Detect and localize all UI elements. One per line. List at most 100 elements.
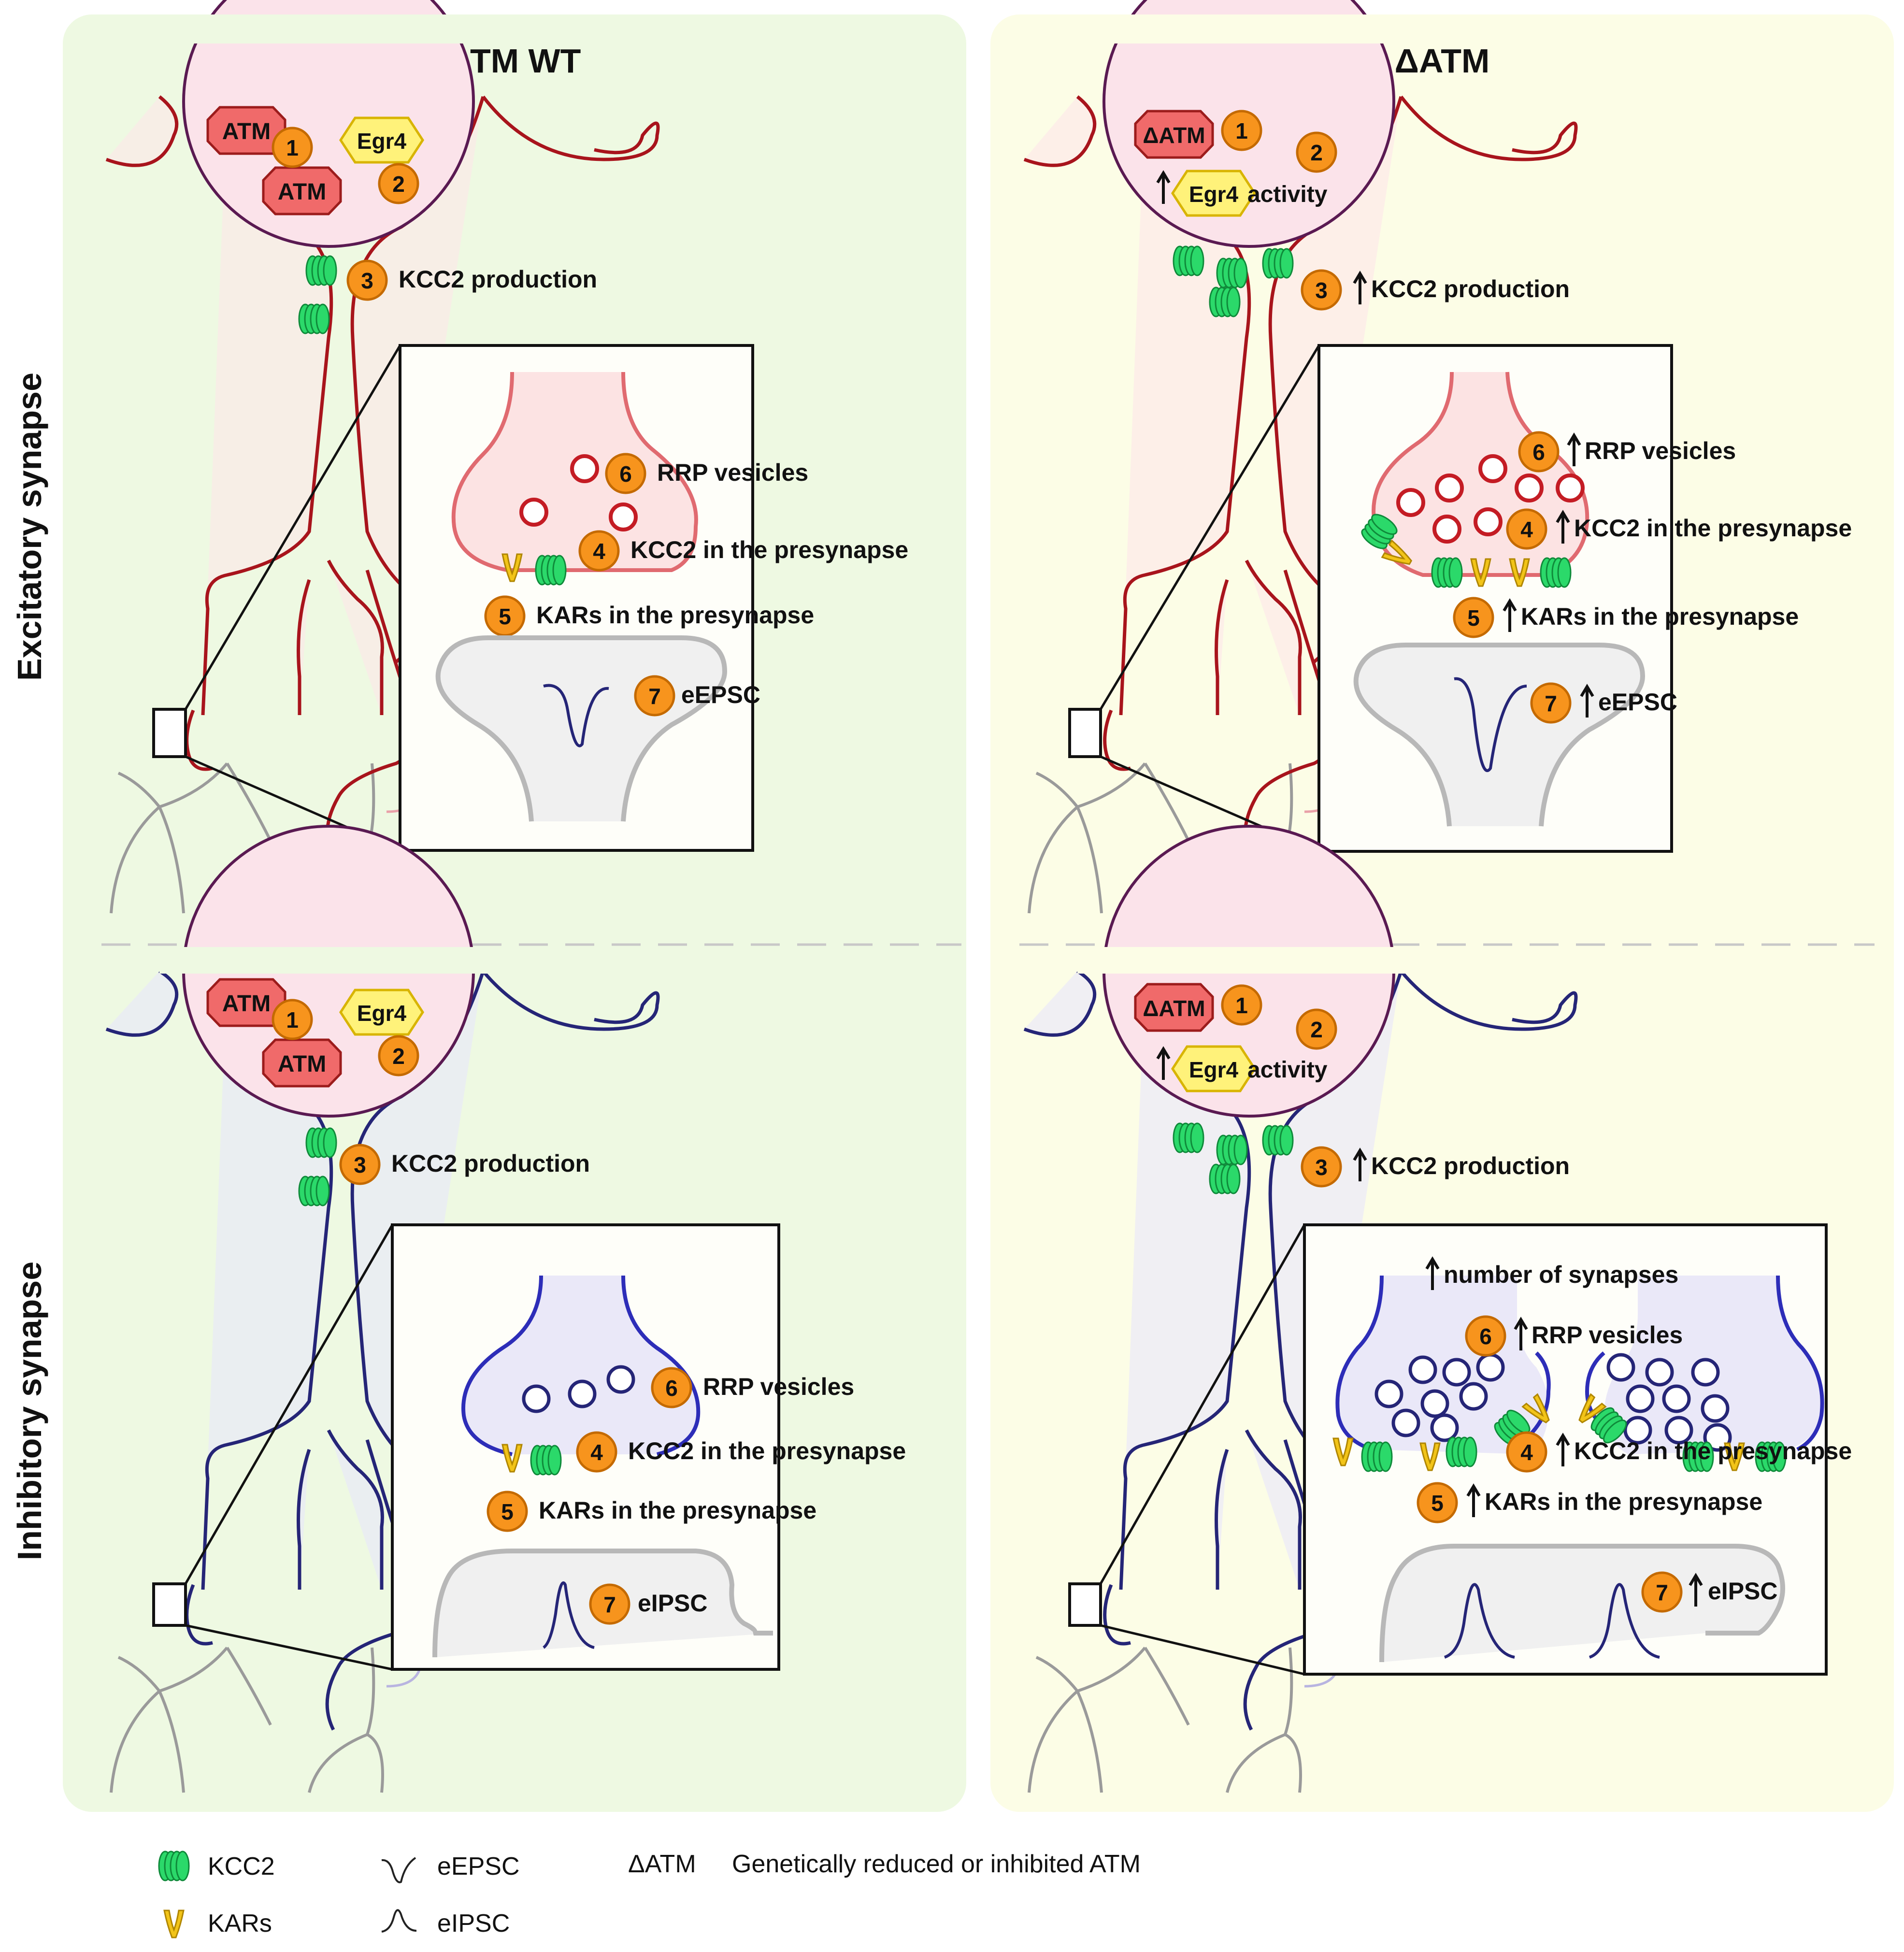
eipsc-label: eIPSC [638,1590,708,1617]
eepsc-label: eEPSC [1598,689,1677,716]
kcc2-production-label: KCC2 production [399,266,597,293]
vesicle [1474,507,1503,536]
legend-kcc2-label: KCC2 [208,1852,275,1880]
datm-label: ΔATM [1143,123,1205,148]
step-badge-4: 4 [590,1440,603,1465]
row-label-excitatory: Excitatory synapse [11,373,48,681]
step-badge-5: 5 [499,604,511,629]
vesicle [1664,1416,1693,1445]
vesicle [1691,1358,1720,1387]
vesicle [1374,1379,1403,1408]
step-badge-4: 4 [1520,1440,1533,1465]
kcc2-presynapse-label: KCC2 in the presynapse [628,1437,906,1464]
vesicle [1556,474,1585,502]
kcc2-transporter-icon [1216,258,1248,288]
step-badge-5: 5 [1467,605,1480,631]
step-badge-6: 6 [665,1376,678,1401]
zoom-source-box [152,1582,187,1627]
egr4-label: Egr4 [1189,182,1239,207]
kcc2-transporter-icon [305,1127,337,1158]
legend-datm-description: Genetically reduced or inhibited ATM [732,1850,1141,1878]
vesicle [570,454,599,483]
kcc2-transporter-icon [1431,557,1463,588]
step-badge-3: 3 [361,268,373,293]
step-badge-2: 2 [392,172,405,197]
step-badge-7: 7 [603,1592,616,1617]
step-badge-6: 6 [1532,440,1545,465]
eepsc-label: eEPSC [681,681,760,708]
kcc2-transporter-icon [298,1176,330,1206]
step-badge-4: 4 [1520,517,1533,542]
postsynaptic-spine [1353,643,1646,827]
step-badge-3: 3 [1315,1155,1328,1180]
kcc2-transporter-icon [1540,557,1572,588]
presynaptic-terminal [1335,1275,1551,1451]
synapses-number-label: number of synapses [1444,1261,1678,1288]
egr4-activity-label: activity [1247,182,1328,207]
rrp-label: RRP vesicles [703,1373,854,1400]
vesicle [1701,1394,1730,1423]
kcc2-transporter-icon [1446,1436,1477,1467]
kcc2-transporter-icon [535,555,567,586]
step-badge-7: 7 [1545,691,1557,716]
vesicle [1435,474,1464,502]
step-badge-4: 4 [593,539,605,564]
kcc2-transporter-icon [1209,1163,1241,1194]
egr4-activity-label: activity [1247,1057,1328,1083]
vesicle [522,1384,551,1413]
kcc2-production-label: KCC2 production [1371,1152,1570,1179]
egr4-label: Egr4 [357,129,407,154]
step-badge-3: 3 [354,1152,366,1177]
kars-presynapse-label: KARs in the presynapse [539,1497,816,1524]
step-badge-5: 5 [1431,1491,1444,1516]
vesicle [609,502,638,531]
eepsc-trace [1454,677,1527,772]
vesicle [1432,515,1461,544]
eipsc-trace [543,1581,595,1649]
vesicle [1408,1355,1437,1384]
ipsc-trace-icon [381,1909,417,1933]
eipsc-label: eIPSC [1708,1578,1778,1605]
step-badge-1: 1 [286,1007,299,1033]
kars-presynapse-label: KARs in the presynapse [1521,603,1799,630]
atm-label-b: ATM [278,1051,326,1077]
vesicle [519,498,548,527]
quadrant-datm-inhibitory: ΔATM 1 2 Egr4 activity 3 KCC2 production [1023,825,1852,1793]
vesicle [1645,1358,1674,1387]
kcc2-transporter-icon [1209,287,1241,317]
kcc2-presynapse-label: KCC2 in the presynapse [1574,1437,1852,1464]
step-badge-2: 2 [1310,1017,1323,1042]
quadrant-wt-excitatory: ATM ATM 1 Egr4 2 3 KCC2 production 6 RRP… [105,0,908,914]
vesicle [1662,1384,1691,1413]
column-header-datm: ΔATM [1395,42,1490,80]
excitatory-neuron-outline [105,95,485,716]
vesicle [1459,1382,1488,1411]
kcc2-transporter-icon [298,303,330,334]
step-badge-7: 7 [1656,1580,1668,1605]
postsynaptic-spine [1379,1544,1785,1663]
atm-label-a: ATM [222,119,271,144]
vesicle [1703,1423,1732,1452]
vesicle [1623,1416,1652,1445]
kcc2-transporter-icon [1173,245,1204,276]
kcc2-presynapse-label: KCC2 in the presynapse [630,536,908,563]
eepsc-trace [543,684,609,747]
postsynaptic-dendrite [110,762,384,914]
vesicle [1430,1413,1459,1442]
legend-eepsc-label: eEPSC [437,1852,520,1880]
legend-datm-symbol: ΔATM [628,1850,696,1878]
vesicle [606,1365,635,1394]
egr4-label: Egr4 [357,1001,407,1026]
kcc2-transporter-icon [158,1851,190,1881]
step-badge-6: 6 [619,461,632,487]
kcc2-transporter-icon [1262,248,1294,279]
step-badge-3: 3 [1315,278,1328,303]
kcc2-transporter-icon [1173,1122,1204,1153]
kcc2-transporter-icon [1216,1134,1248,1165]
eipsc-trace [1589,1583,1660,1659]
vesicle [1515,474,1544,502]
step-badge-1: 1 [1235,993,1248,1018]
inhibitory-neuron-outline [105,969,485,1590]
vesicle [1391,1408,1420,1437]
